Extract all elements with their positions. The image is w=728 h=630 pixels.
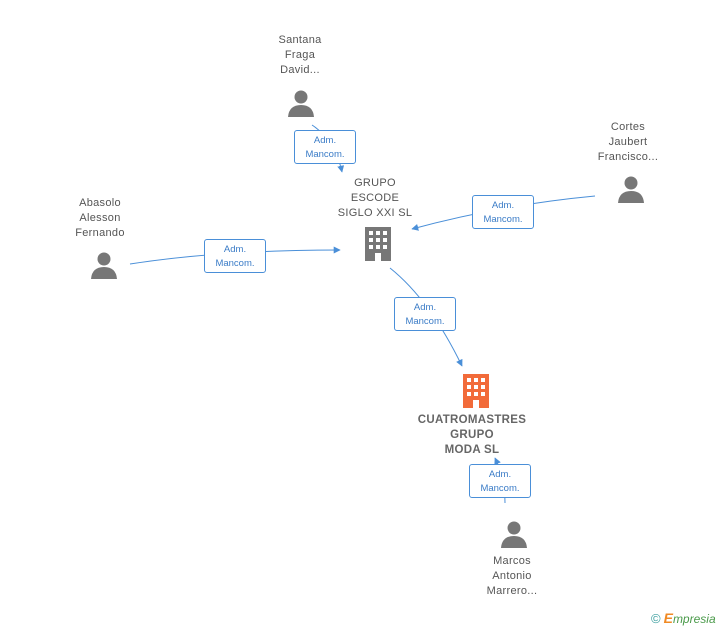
edge-label-grupo-escode[interactable]: Adm.Mancom. — [394, 297, 456, 331]
brand-e: E — [663, 610, 673, 626]
person-label-cortes[interactable]: Cortes Jaubert Francisco... — [597, 121, 659, 163]
person-label-marcos[interactable]: Marcos Antonio Marrero... — [486, 555, 538, 597]
person-label-abasolo[interactable]: Abasolo Alesson Fernando — [75, 197, 125, 239]
empresia-logo[interactable]: ©Empresia — [651, 610, 716, 626]
company-label-grupo-escode[interactable]: GRUPO ESCODE SIGLO XXI SL — [337, 177, 413, 219]
person-icon[interactable] — [286, 88, 316, 118]
edge-label-abasolo[interactable]: Adm.Mancom. — [204, 239, 266, 273]
building-icon[interactable] — [461, 373, 491, 409]
edge-label-santana[interactable]: Adm.Mancom. — [294, 130, 356, 164]
copyright-symbol: © — [651, 611, 661, 626]
edge-label-cortes[interactable]: Adm.Mancom. — [472, 195, 534, 229]
company-label-cuatromastres[interactable]: CUATROMASTRES GRUPO MODA SL — [417, 414, 527, 456]
edge-label-marcos[interactable]: Adm.Mancom. — [469, 464, 531, 498]
person-icon[interactable] — [499, 519, 529, 549]
building-icon[interactable] — [363, 226, 393, 262]
person-label-santana[interactable]: Santana Fraga David... — [278, 34, 322, 76]
brand-name: mpresia — [672, 612, 716, 626]
person-icon[interactable] — [89, 250, 119, 280]
person-icon[interactable] — [616, 174, 646, 204]
